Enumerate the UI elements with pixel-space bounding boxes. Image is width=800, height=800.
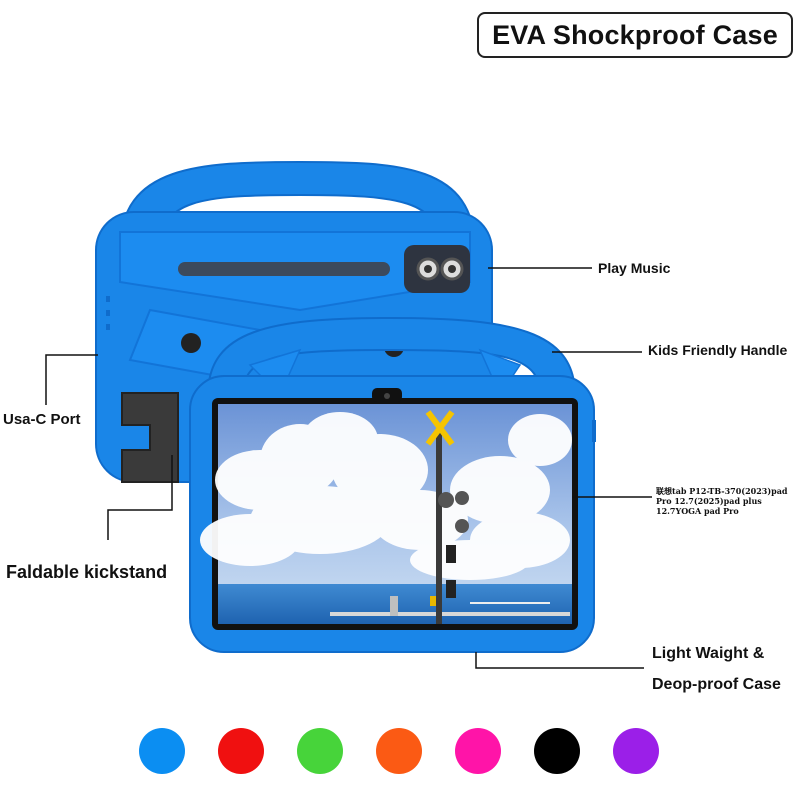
color-swatch-red[interactable]	[218, 728, 264, 774]
page-title: EVA Shockproof Case	[492, 19, 778, 50]
camera-module-icon	[404, 245, 470, 293]
color-swatch-green[interactable]	[297, 728, 343, 774]
callout-usb-c-port: Usa-C Port	[3, 411, 81, 428]
tablet-screen	[200, 404, 572, 624]
callout-light-weight-line2: Deop-proof Case	[652, 676, 781, 693]
front-case	[189, 316, 596, 653]
kickstand-icon	[121, 392, 179, 483]
callout-compatibility: 联想tab P12-TB-370(2023)pad Pro 12.7(2025)…	[656, 486, 788, 516]
title-box: EVA Shockproof Case	[477, 12, 793, 58]
color-swatch-pink[interactable]	[455, 728, 501, 774]
callout-lines	[45, 267, 652, 669]
color-swatch-purple[interactable]	[613, 728, 659, 774]
callout-light-weight-line1: Light Waight &	[652, 645, 765, 662]
callout-kids-handle: Kids Friendly Handle	[648, 342, 788, 358]
color-swatch-orange[interactable]	[376, 728, 422, 774]
color-swatch-blue[interactable]	[139, 728, 185, 774]
color-swatch-black[interactable]	[534, 728, 580, 774]
callout-kickstand: Faldable kickstand	[6, 562, 168, 582]
callout-play-music: Play Music	[598, 260, 671, 276]
